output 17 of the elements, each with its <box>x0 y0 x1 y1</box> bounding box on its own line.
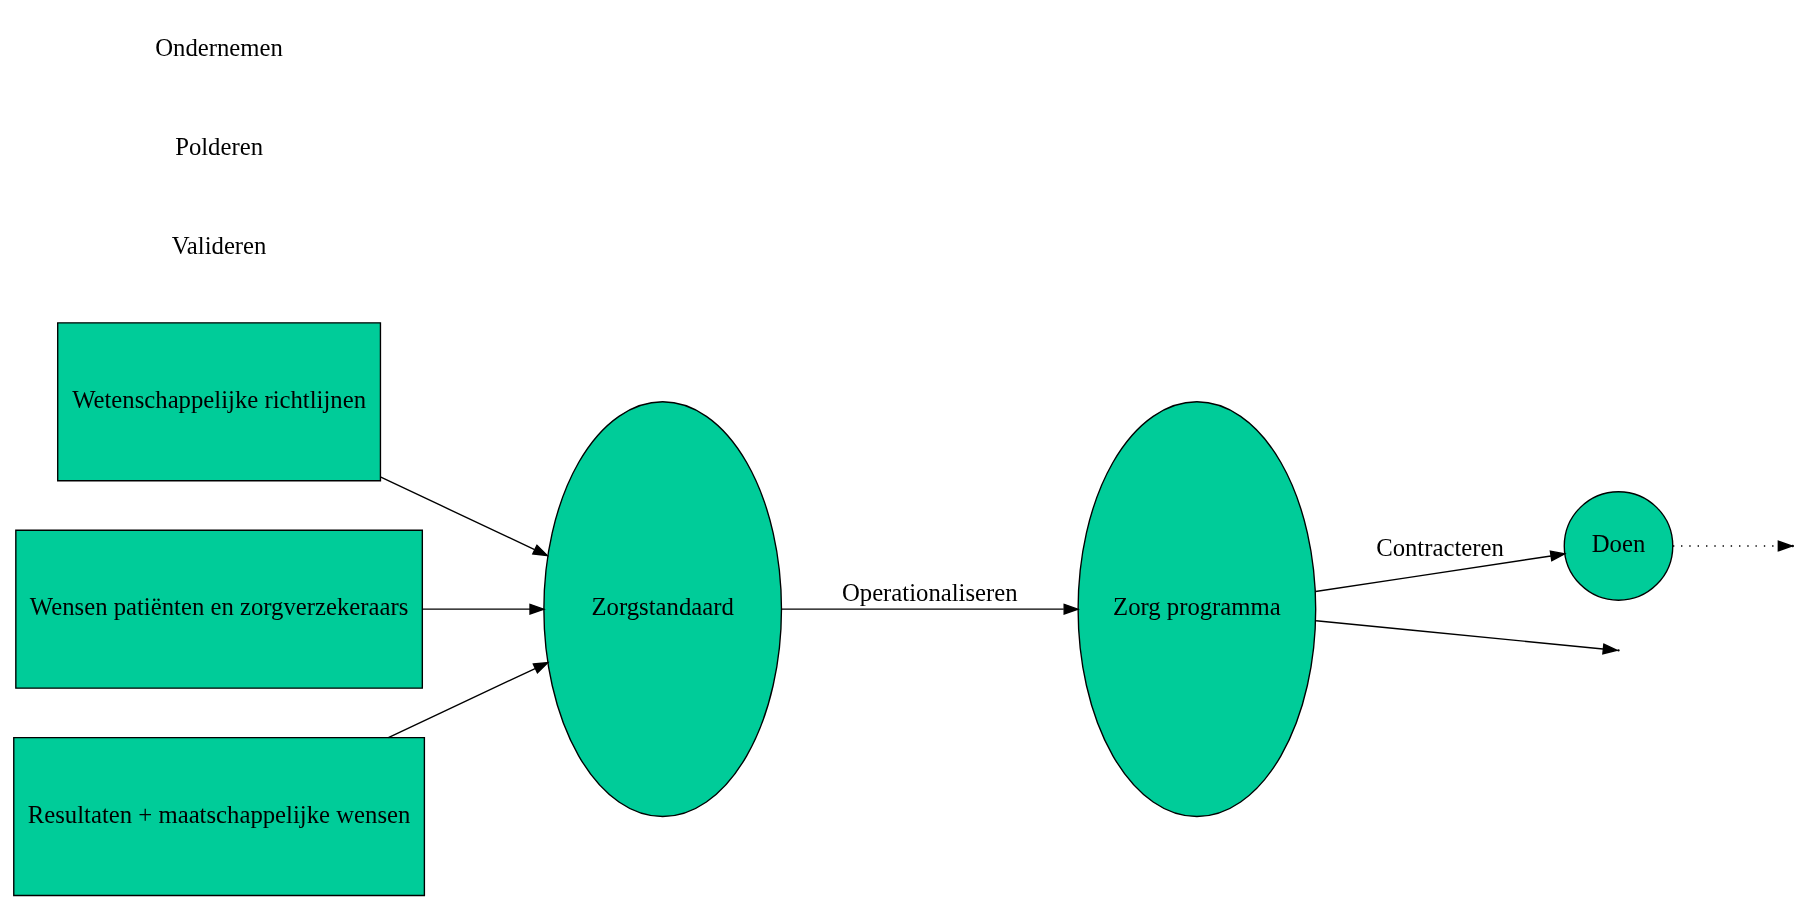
node-circle: Doen <box>1563 490 1674 601</box>
arrow <box>1314 549 1567 592</box>
node-box: Wensen patiënten en zorgverzekeraars <box>15 529 424 689</box>
label: Valideren <box>171 231 267 259</box>
arrow <box>387 661 550 738</box>
node-ellipse: Zorg programma <box>1077 400 1317 817</box>
node-box: Resultaten + maatschappelijke wensen <box>13 736 426 896</box>
node-box: Wetenschappelijke richtlijnen <box>57 321 382 481</box>
edge-label: Operationaliseren <box>841 578 1018 606</box>
edge-label: Contracteren <box>1376 533 1504 561</box>
label: Ondernemen <box>155 33 283 61</box>
label: Polderen <box>175 132 264 160</box>
arrow <box>422 602 546 615</box>
node-ellipse: Zorgstandaard <box>543 400 783 817</box>
arrow <box>1315 619 1620 655</box>
arrow <box>380 476 550 556</box>
arrow <box>781 602 1080 615</box>
